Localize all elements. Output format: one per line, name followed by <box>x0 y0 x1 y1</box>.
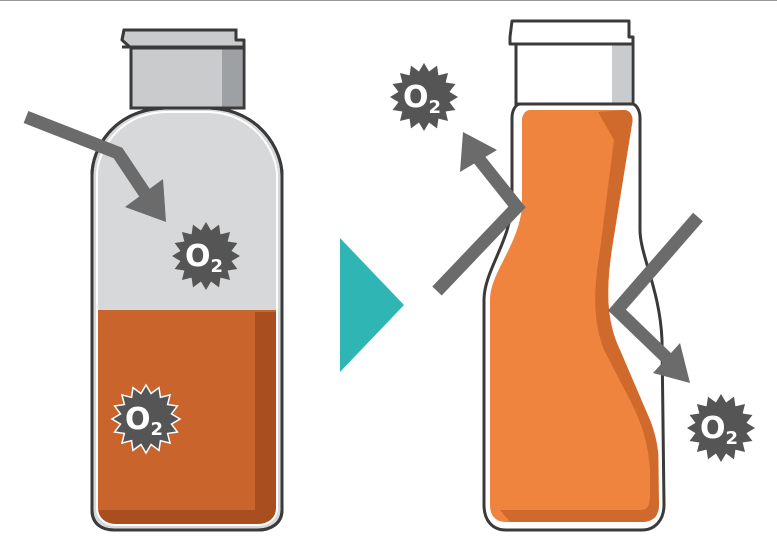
rigid-bottle <box>92 30 282 530</box>
squeeze-bottle-cap <box>510 21 633 104</box>
o2-molecule-icon: O2 <box>687 394 755 462</box>
next-triangle-icon <box>340 238 404 372</box>
squeeze-bottle <box>484 21 664 530</box>
o2-molecule-icon: O2 <box>390 63 458 131</box>
o2-molecule-icon: O2 <box>112 385 180 453</box>
o2-molecule-icon: O2 <box>172 222 240 290</box>
rigid-bottle-cap <box>122 30 244 108</box>
